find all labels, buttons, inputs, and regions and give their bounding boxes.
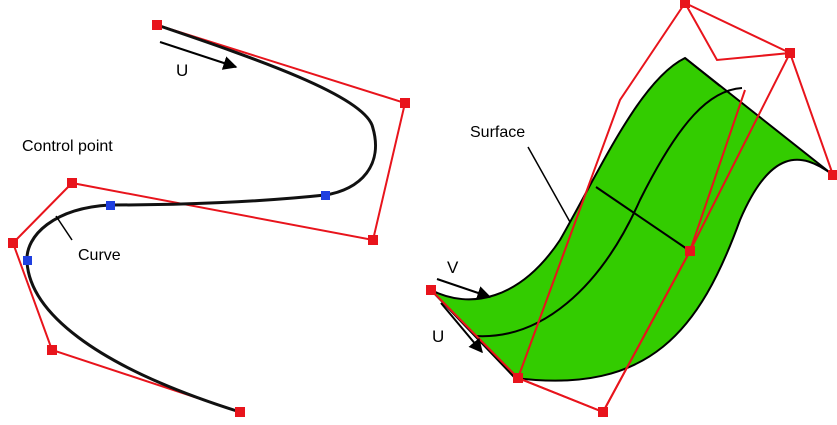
control-point-label: Control point [22,138,113,155]
curve-label: Curve [78,247,121,264]
curve-leader-line [55,215,73,241]
knot-point [106,201,115,210]
surface-isoline-v [595,186,691,252]
surface-label: Surface [470,124,525,141]
surface-diagram: Surface V U [426,0,837,417]
v-label: V [447,258,459,277]
curve-control-polygon [11,24,407,413]
knot-point [23,256,32,265]
surface-control-point [598,407,608,417]
surface-isoline-v2 [684,57,721,87]
v-direction-arrow [436,278,492,300]
curve-diagram: U Control point Curve [8,20,410,417]
surface-control-point [513,373,523,383]
control-point [368,235,378,245]
surface-control-point [785,48,795,58]
u-label: U [176,61,188,80]
surface-control-point [680,0,690,8]
u-direction-arrow-surface [440,302,483,354]
surface-leader-line [527,146,571,223]
surface-isoline-u [474,87,743,338]
surface-control-point [828,170,837,180]
control-point [152,20,162,30]
control-point [235,407,245,417]
control-point [47,345,57,355]
u-label-surface: U [432,327,444,346]
control-point [67,178,77,188]
surface-control-point [426,285,436,295]
surface-control-net-5 [517,377,604,413]
surface-patch [430,56,834,382]
surface-control-net-4 [684,2,791,62]
u-direction-arrow [159,41,238,70]
surface-control-point [685,246,695,256]
knot-point [321,191,330,200]
control-point [8,238,18,248]
bspline-curve [25,23,377,414]
surface-control-net-2 [517,1,791,379]
control-point [400,98,410,108]
